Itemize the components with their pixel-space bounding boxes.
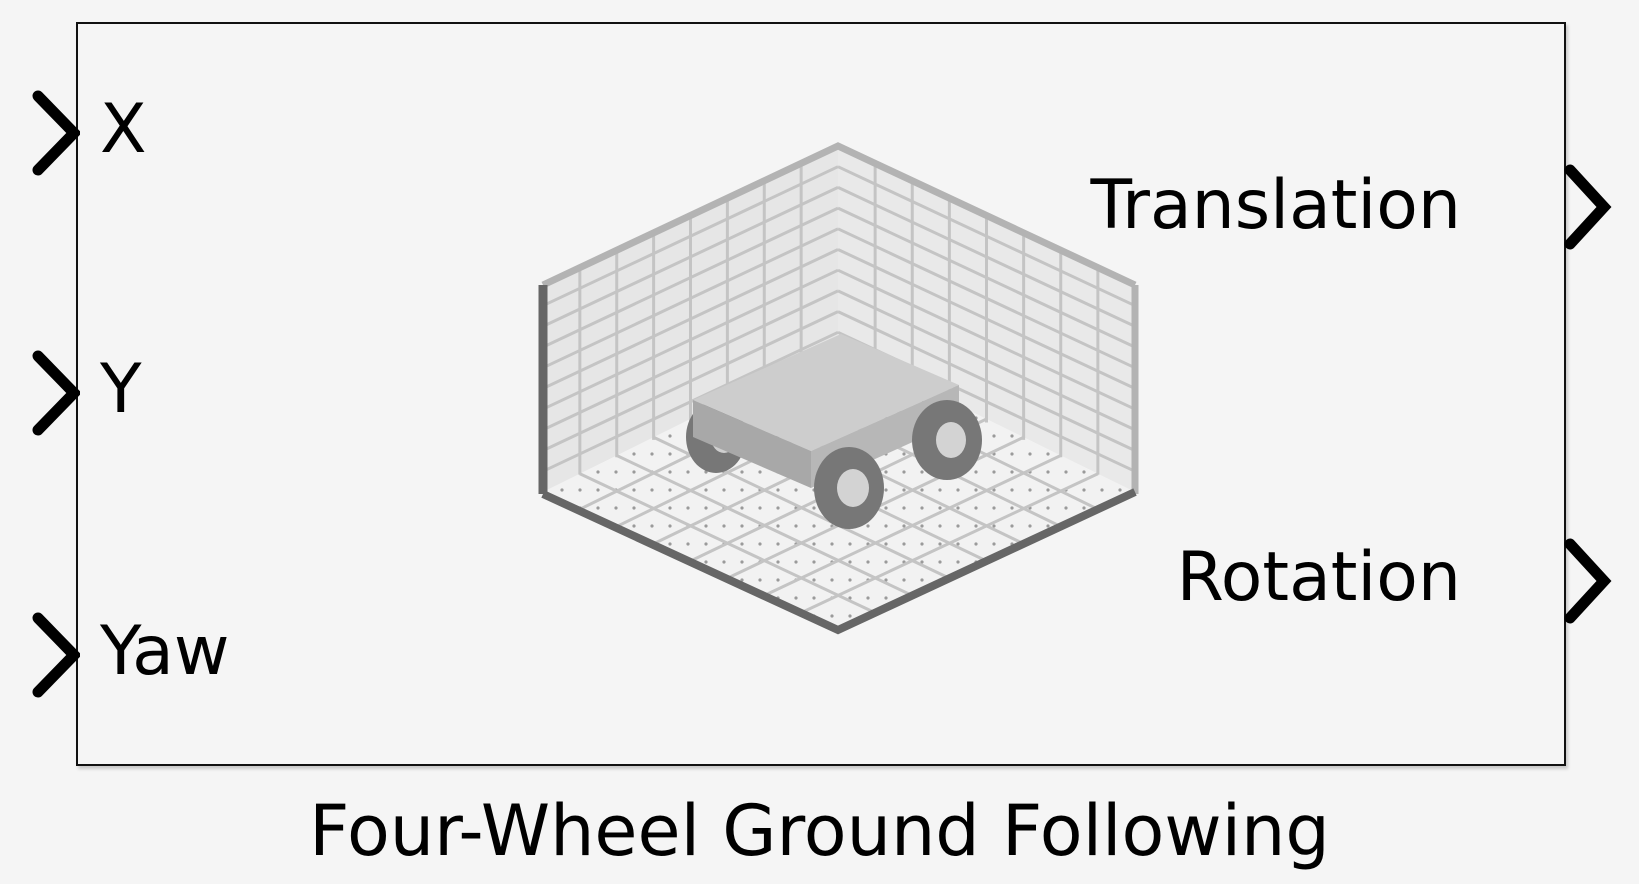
output-label-translation: Translation (1090, 166, 1461, 245)
left-wall-gridline (542, 268, 839, 411)
right-wall-gridline (837, 206, 1136, 349)
output-label-rotation: Rotation (1176, 538, 1461, 617)
left-wall-gridline (542, 310, 839, 452)
input-label-y: Y (100, 350, 142, 429)
right-wall-gridline (837, 227, 1136, 370)
right-wall-gridline (837, 289, 1136, 432)
block-name-label: Four-Wheel Ground Following (309, 790, 1330, 872)
output-port-rotation-icon[interactable] (1562, 536, 1612, 626)
input-label-yaw: Yaw (100, 612, 230, 691)
input-port-y-icon[interactable] (30, 348, 80, 438)
floor-gridline (763, 454, 1062, 597)
right-wall-gridline (837, 248, 1136, 390)
input-port-x-icon[interactable] (30, 88, 80, 178)
floor-gridline (800, 472, 1099, 615)
right-wall-gridline (837, 310, 1136, 452)
output-port-translation-icon[interactable] (1562, 162, 1612, 252)
left-wall-gridline (542, 248, 839, 390)
left-wall-gridline (542, 227, 839, 370)
left-wall-gridline (542, 206, 839, 349)
left-wall-gridline (542, 289, 839, 432)
right-wall-gridline (837, 165, 1136, 308)
left-wall-gridline (542, 165, 839, 308)
right-wall-gridline (837, 186, 1136, 328)
left-wall-gridline (542, 330, 839, 473)
right-wall-gridline (837, 268, 1136, 411)
input-label-x: X (100, 90, 147, 169)
left-wall-gridline (542, 186, 839, 328)
input-port-yaw-icon[interactable] (30, 610, 80, 700)
